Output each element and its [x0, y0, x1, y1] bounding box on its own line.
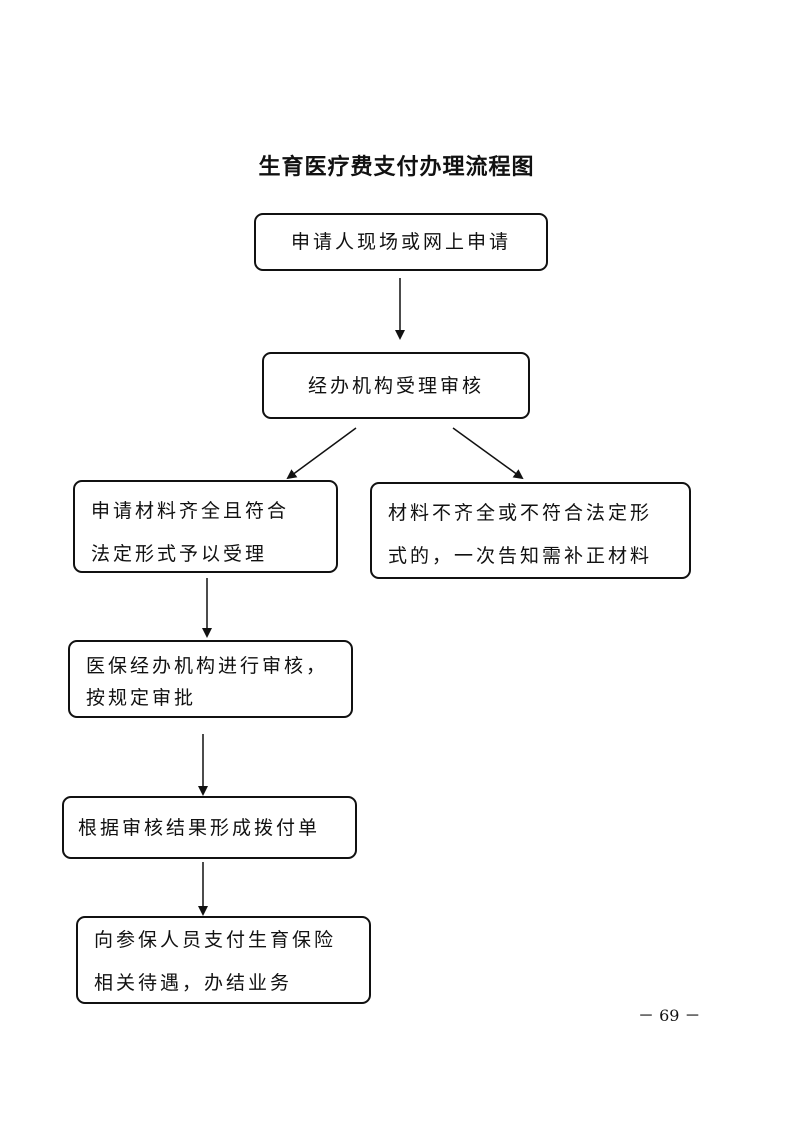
- step-apply: 申请人现场或网上申请: [254, 213, 548, 271]
- step-materials-incomplete-line-2: 式的，一次告知需补正材料: [388, 545, 653, 567]
- flowchart-title: 生育医疗费支付办理流程图: [258, 155, 535, 180]
- page-number: － 69 －: [638, 1006, 701, 1025]
- step-apply-label: 申请人现场或网上申请: [290, 231, 511, 253]
- step-insurance-audit-line-1: 医保经办机构进行审核，: [86, 655, 329, 677]
- step-pay-benefits: 向参保人员支付生育保险 相关待遇，办结业务: [76, 916, 371, 1004]
- step-materials-incomplete-line-1: 材料不齐全或不符合法定形: [388, 502, 653, 524]
- arrow-review-to-incomplete: [452, 427, 524, 480]
- step-materials-complete: 申请材料齐全且符合 法定形式予以受理: [73, 480, 338, 573]
- arrow-review-to-complete: [286, 427, 357, 480]
- step-pay-benefits-line-2: 相关待遇，办结业务: [94, 972, 293, 994]
- step-payment-form-label: 根据审核结果形成拨付单: [78, 816, 321, 839]
- step-payment-form: 根据审核结果形成拨付单: [62, 796, 357, 859]
- step-accept-review-label: 经办机构受理审核: [307, 374, 484, 397]
- step-insurance-audit-line-2: 按规定审批: [86, 687, 197, 709]
- step-materials-complete-line-1: 申请材料齐全且符合: [91, 500, 290, 522]
- step-materials-incomplete: 材料不齐全或不符合法定形 式的，一次告知需补正材料: [370, 482, 691, 579]
- step-pay-benefits-line-1: 向参保人员支付生育保险: [94, 929, 337, 951]
- step-accept-review: 经办机构受理审核: [262, 352, 530, 419]
- step-materials-complete-line-2: 法定形式予以受理: [91, 543, 268, 565]
- step-insurance-audit: 医保经办机构进行审核， 按规定审批: [68, 640, 353, 718]
